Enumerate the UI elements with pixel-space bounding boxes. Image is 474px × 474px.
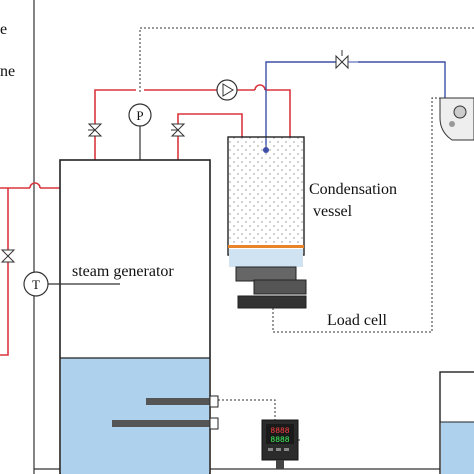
cut-text-1: e <box>0 21 7 38</box>
temperature-sensor: T <box>23 271 120 297</box>
steam-lines <box>0 84 291 356</box>
heater-rod-2 <box>112 420 210 427</box>
heater-terminal-1 <box>209 395 219 408</box>
controller-display-row2: 8888 <box>270 436 289 445</box>
steam-generator: steam generator <box>59 159 219 474</box>
steam-generator-label: steam generator <box>72 263 174 280</box>
reservoir <box>439 371 474 474</box>
pressure-gauge: P <box>128 103 152 160</box>
condensation-vessel: Condensation vessel <box>227 136 397 267</box>
temperature-controller: 8888 8888 <box>261 419 299 469</box>
peristaltic-pump-icon <box>439 97 474 141</box>
cut-text-2: ne <box>0 63 15 80</box>
condensation-label-line1: Condensation <box>309 181 397 198</box>
load-cell: Load cell <box>235 266 388 329</box>
valve-icon-steam-1 <box>87 123 103 137</box>
heater-rod-1 <box>146 398 210 405</box>
cooling-lines <box>265 61 446 150</box>
load-cell-label: Load cell <box>327 312 388 329</box>
pressure-gauge-label: P <box>136 108 143 123</box>
valve-icon-feed <box>0 249 16 263</box>
pump-icon <box>216 79 238 101</box>
condensate-layer <box>228 245 304 248</box>
temperature-sensor-label: T <box>32 277 40 292</box>
heater-terminal-2 <box>209 417 219 430</box>
controller-display-row1: 8888 <box>270 427 289 436</box>
signal-lines <box>139 27 474 441</box>
valve-icon-cooling <box>335 50 358 70</box>
water-level <box>61 358 209 474</box>
valve-icon-steam-2 <box>170 123 186 137</box>
condensation-label-line2: vessel <box>313 203 353 220</box>
